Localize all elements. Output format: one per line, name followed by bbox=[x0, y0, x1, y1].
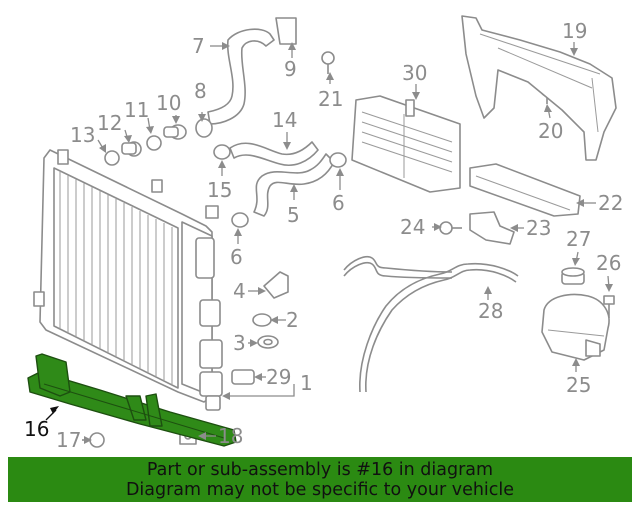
banner-line-1: Part or sub-assembly is #16 in diagram bbox=[146, 460, 494, 480]
coolant-reservoir-25 bbox=[541, 267, 610, 361]
leader-lines bbox=[45, 42, 613, 444]
banner-line-2: Diagram may not be specific to your vehi… bbox=[125, 480, 515, 500]
callout-17: 17 bbox=[56, 428, 81, 452]
deflector-22 bbox=[469, 163, 581, 217]
callout-14: 14 bbox=[272, 108, 297, 132]
callout-30: 30 bbox=[402, 61, 427, 85]
callout-7: 7 bbox=[192, 34, 205, 58]
callout-10: 10 bbox=[156, 91, 181, 115]
callout-11: 11 bbox=[124, 98, 149, 122]
callout-28: 28 bbox=[478, 299, 503, 323]
callout-8: 8 bbox=[194, 79, 207, 103]
notice-banner: Part or sub-assembly is #16 in diagram D… bbox=[8, 457, 632, 502]
callout-labels: 1 2 3 4 5 6 6 7 8 9 10 11 12 13 14 15 16… bbox=[24, 19, 623, 452]
callout-3: 3 bbox=[233, 331, 246, 355]
callout-6a: 6 bbox=[332, 191, 345, 215]
hose-14 bbox=[229, 141, 319, 166]
callout-2: 2 bbox=[286, 308, 299, 332]
callout-21: 21 bbox=[318, 87, 343, 111]
bracket-23 bbox=[469, 211, 515, 245]
callout-5: 5 bbox=[287, 203, 300, 227]
air-deflector-19 bbox=[461, 15, 617, 161]
callout-12: 12 bbox=[97, 111, 122, 135]
callout-13: 13 bbox=[70, 123, 95, 147]
callout-15: 15 bbox=[207, 178, 232, 202]
callout-6b: 6 bbox=[230, 245, 243, 269]
callout-27: 27 bbox=[566, 227, 591, 251]
radiator-assembly bbox=[33, 149, 223, 411]
callout-26: 26 bbox=[596, 251, 621, 275]
callout-18: 18 bbox=[218, 424, 243, 448]
callout-20: 20 bbox=[538, 119, 563, 143]
overflow-hose-28 bbox=[343, 255, 519, 393]
part-16-highlight bbox=[27, 353, 237, 447]
callout-16: 16 bbox=[24, 417, 49, 441]
grille-shutter-30 bbox=[351, 95, 461, 193]
callout-24: 24 bbox=[400, 215, 425, 239]
callout-25: 25 bbox=[566, 373, 591, 397]
callout-1: 1 bbox=[300, 371, 313, 395]
callout-23: 23 bbox=[526, 216, 551, 240]
callout-4: 4 bbox=[233, 279, 246, 303]
callout-29: 29 bbox=[266, 365, 291, 389]
callout-19: 19 bbox=[562, 19, 587, 43]
callout-9: 9 bbox=[284, 57, 297, 81]
hose-7 bbox=[207, 17, 297, 125]
callout-22: 22 bbox=[598, 191, 623, 215]
